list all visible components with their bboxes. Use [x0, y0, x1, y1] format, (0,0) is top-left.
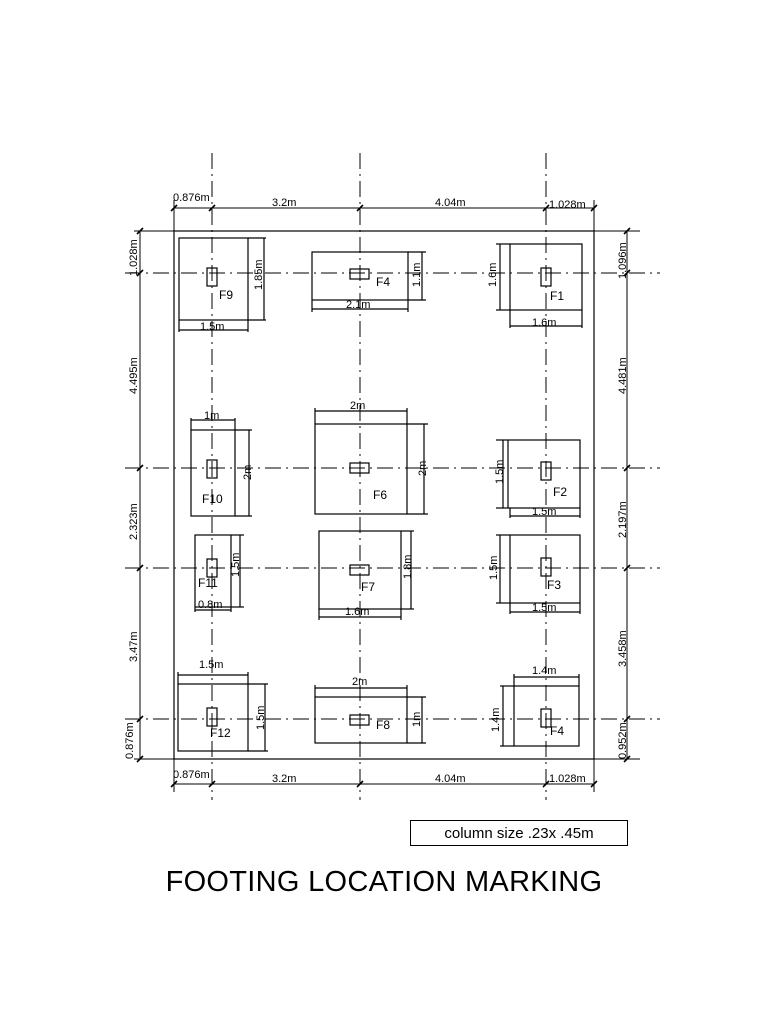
left-dim-4: 3.47m	[128, 631, 140, 662]
footing-label-f3: F3	[547, 578, 561, 592]
footing-label-f11: F11	[198, 576, 218, 590]
top-dim-4: 1.028m	[549, 199, 586, 211]
footing-f3-width: 1.5m	[532, 602, 556, 614]
footing-label-f8: F8	[376, 718, 390, 732]
footing-f4-top-depth: 1.1m	[411, 263, 423, 287]
footing-f11-depth: 1.5m	[230, 553, 242, 577]
footing-f6-width: 2m	[350, 400, 365, 412]
footing-f4-bottom	[500, 674, 580, 747]
footing-label-f2: F2	[553, 485, 567, 499]
footing-f12-depth: 1.5m	[255, 706, 267, 730]
right-dim-1: 1.096m	[617, 242, 629, 279]
footing-f4-top-width: 2.1m	[346, 299, 370, 311]
footing-f2-width: 1.5m	[532, 506, 556, 518]
footing-f8-width: 2m	[352, 676, 367, 688]
footing-f6	[314, 408, 428, 515]
footing-f4-top	[311, 251, 426, 312]
column-marker	[540, 708, 552, 728]
right-dim-3: 2.197m	[617, 501, 629, 538]
footing-f9	[178, 237, 266, 332]
bottom-dim-2: 3.2m	[272, 773, 296, 785]
column-marker	[349, 714, 370, 726]
footing-f3	[496, 534, 581, 614]
column-marker	[540, 461, 552, 481]
footing-f9-depth: 1.85m	[253, 259, 265, 290]
right-dim-2: 4.481m	[617, 357, 629, 394]
footing-label-f12: F12	[210, 726, 231, 740]
column-marker	[206, 267, 218, 287]
footing-f1-width: 1.6m	[532, 317, 556, 329]
footing-label-f7: F7	[361, 580, 375, 594]
right-dim-4: 3.458m	[617, 630, 629, 667]
footing-f9-width: 1.5m	[200, 321, 224, 333]
left-dim-2: 4.495m	[128, 357, 140, 394]
footing-f7	[318, 530, 414, 620]
column-marker	[206, 707, 218, 727]
footing-f8	[314, 685, 426, 744]
column-marker	[540, 267, 552, 287]
column-marker	[349, 564, 370, 576]
footing-f7-width: 1.6m	[345, 606, 369, 618]
footing-label-f6: F6	[373, 488, 387, 502]
footing-label-f4-bottom: F4	[550, 724, 564, 738]
column-marker	[206, 558, 218, 578]
footing-f4-bottom-width: 1.4m	[532, 665, 556, 677]
top-dim-2: 3.2m	[272, 197, 296, 209]
bottom-dim-1: 0.876m	[173, 769, 210, 781]
grid-lines	[125, 153, 660, 800]
left-dim-5: 0.876m	[124, 722, 136, 759]
top-dim-3: 4.04m	[435, 197, 466, 209]
footing-f11-width: 0.8m	[198, 599, 222, 611]
footing-f1-depth: 1.6m	[487, 263, 499, 287]
footing-f10-width: 1m	[204, 410, 219, 422]
overall-dimension-lines	[134, 200, 640, 792]
footing-f10-depth: 2m	[242, 465, 254, 480]
column-marker	[540, 557, 552, 577]
column-size-note: column size .23x .45m	[410, 820, 628, 846]
right-dim-5: 0.952m	[617, 722, 629, 759]
dimension-ticks	[136, 204, 631, 788]
footing-label-f1: F1	[550, 289, 564, 303]
footing-f1	[496, 243, 583, 328]
column-marker	[349, 268, 370, 280]
footing-f3-depth: 1.5m	[488, 556, 500, 580]
footing-f11	[194, 534, 244, 612]
bottom-dim-3: 4.04m	[435, 773, 466, 785]
footing-f2-depth: 1.5m	[494, 460, 506, 484]
footing-f12-width: 1.5m	[199, 659, 223, 671]
plot-boundary	[173, 230, 595, 760]
column-marker	[206, 459, 218, 479]
footing-label-f4-top: F4	[376, 275, 390, 289]
footing-f8-depth: 1m	[411, 712, 423, 727]
footing-label-f10: F10	[202, 492, 223, 506]
bottom-dim-4: 1.028m	[549, 773, 586, 785]
footing-f4-bottom-depth: 1.4m	[490, 708, 502, 732]
footing-label-f9: F9	[219, 288, 233, 302]
footing-f10	[190, 418, 252, 517]
column-marker	[349, 462, 370, 474]
footing-f7-depth: 1.8m	[402, 555, 414, 579]
left-dim-1: 1.028m	[128, 239, 140, 276]
drawing-title: FOOTING LOCATION MARKING	[165, 866, 603, 898]
top-dim-1: 0.876m	[173, 192, 210, 204]
footing-f2	[496, 439, 581, 518]
footing-f12	[177, 672, 268, 752]
footing-f6-depth: 2m	[417, 461, 429, 476]
left-dim-3: 2.323m	[128, 503, 140, 540]
